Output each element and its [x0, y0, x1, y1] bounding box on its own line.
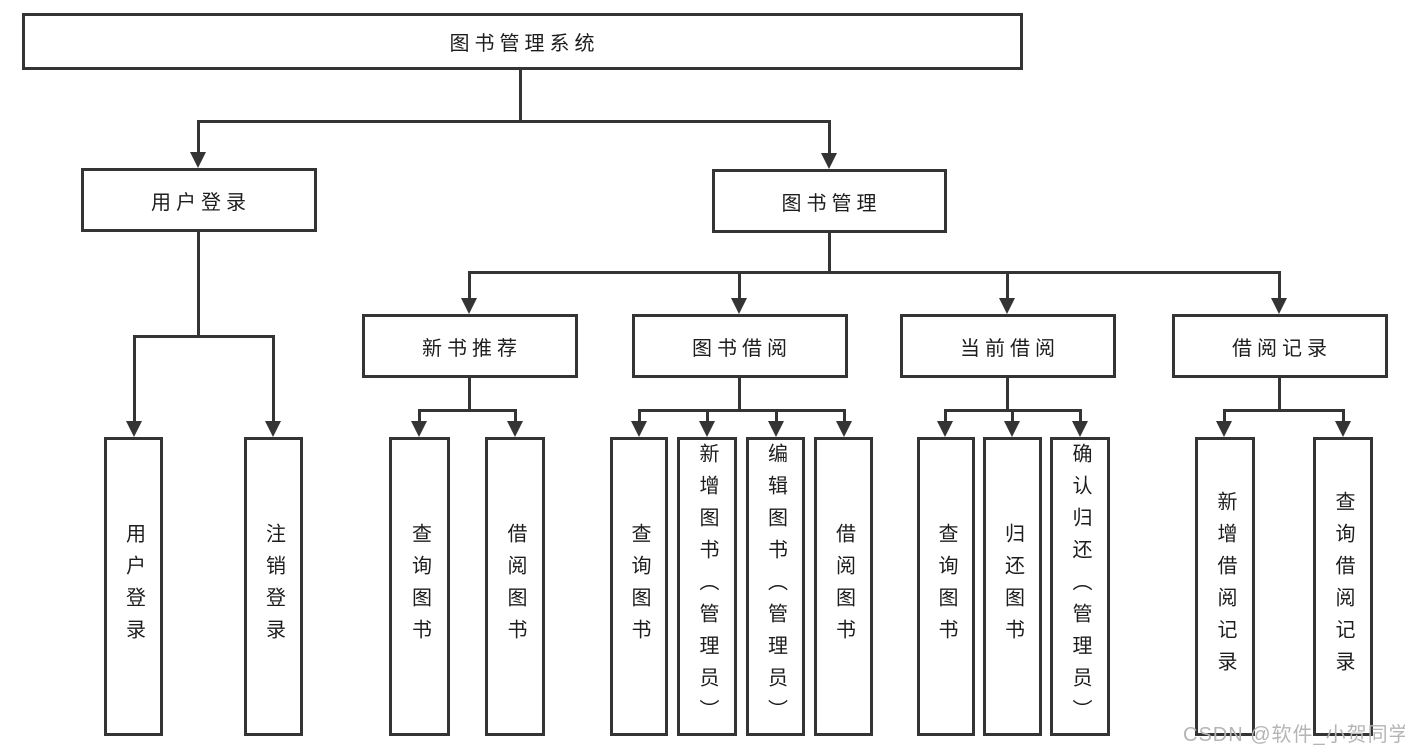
leaf-logout: 注销登录 — [244, 437, 303, 736]
leaf-query-books-current: 查询图书 — [917, 437, 975, 736]
arrow-down-icon — [631, 421, 647, 437]
leaf-query-borrow-record: 查询借阅记录 — [1313, 437, 1373, 736]
connector-line — [468, 271, 1281, 274]
node-library-system: 图书管理系统 — [22, 13, 1023, 70]
arrow-down-icon — [461, 298, 477, 314]
node-label: 查询图书 — [628, 522, 650, 651]
node-label: 确认归还（管理员） — [1069, 442, 1091, 731]
arrow-down-icon — [768, 421, 784, 437]
node-label: 新增图书（管理员） — [696, 442, 718, 731]
arrow-down-icon — [507, 421, 523, 437]
leaf-add-books-admin: 新增图书（管理员） — [677, 437, 737, 736]
node-label: 新书推荐 — [422, 337, 522, 360]
arrow-down-icon — [836, 421, 852, 437]
connector-line — [1223, 409, 1345, 412]
node-label: 归还图书 — [1001, 522, 1024, 651]
connector-line — [133, 335, 275, 338]
node-label: 借阅图书 — [504, 522, 526, 651]
arrow-down-icon — [1271, 298, 1287, 314]
connector-line — [843, 409, 846, 423]
arrow-down-icon — [699, 421, 715, 437]
connector-line — [775, 409, 778, 423]
connector-line — [738, 378, 741, 412]
node-label: 用户登录 — [122, 522, 145, 651]
connector-line — [1006, 378, 1009, 412]
node-label: 编辑图书（管理员） — [764, 442, 787, 731]
node-label: 借阅记录 — [1232, 337, 1332, 360]
connector-line — [638, 409, 846, 412]
leaf-borrow-books: 借阅图书 — [814, 437, 873, 736]
node-label: 查询图书 — [935, 522, 957, 651]
node-current-borrowing: 当前借阅 — [900, 314, 1116, 378]
node-borrowing-records: 借阅记录 — [1172, 314, 1388, 378]
connector-line — [1011, 409, 1014, 423]
node-label: 图书借阅 — [692, 337, 792, 360]
node-label: 用户登录 — [151, 191, 251, 214]
arrow-down-icon — [937, 421, 953, 437]
arrow-down-icon — [1335, 421, 1351, 437]
leaf-user-login: 用户登录 — [104, 437, 163, 736]
leaf-confirm-return-admin: 确认归还（管理员） — [1050, 437, 1110, 736]
node-label: 图书管理 — [781, 192, 882, 215]
connector-line — [468, 378, 471, 412]
node-book-management: 图书管理 — [712, 169, 947, 233]
arrow-down-icon — [1004, 421, 1020, 437]
node-label: 查询借阅记录 — [1332, 490, 1354, 683]
arrow-down-icon — [265, 421, 281, 437]
leaf-return-books: 归还图书 — [983, 437, 1042, 736]
arrow-down-icon — [1216, 421, 1232, 437]
leaf-add-borrow-record: 新增借阅记录 — [1195, 437, 1255, 736]
node-label: 注销登录 — [262, 522, 285, 651]
node-user-login: 用户登录 — [81, 168, 317, 232]
node-label: 查询图书 — [408, 522, 431, 651]
node-label: 新增借阅记录 — [1214, 490, 1236, 683]
connector-line — [418, 409, 517, 412]
connector-line — [828, 120, 831, 155]
connector-line — [418, 409, 421, 423]
arrow-down-icon — [190, 152, 206, 168]
connector-line — [514, 409, 517, 423]
arrow-down-icon — [411, 421, 427, 437]
node-book-borrowing: 图书借阅 — [632, 314, 848, 378]
arrow-down-icon — [999, 298, 1015, 314]
connector-line — [519, 70, 522, 122]
leaf-query-books-borrowing: 查询图书 — [610, 437, 668, 736]
arrow-down-icon — [1072, 421, 1088, 437]
node-label: 当前借阅 — [960, 337, 1060, 360]
watermark: CSDN @软件_小贺同学 — [1183, 724, 1405, 746]
connector-line — [1006, 271, 1009, 301]
connector-line — [706, 409, 709, 423]
connector-line — [272, 335, 275, 423]
connector-line — [1223, 409, 1226, 423]
connector-line — [197, 232, 200, 338]
connector-line — [828, 233, 831, 274]
connector-line — [1079, 409, 1082, 423]
connector-line — [738, 271, 741, 301]
arrow-down-icon — [731, 298, 747, 314]
connector-line — [1278, 271, 1281, 301]
arrow-down-icon — [821, 153, 837, 169]
connector-line — [1342, 409, 1345, 423]
connector-line — [1278, 378, 1281, 412]
node-label: 借阅图书 — [832, 522, 855, 651]
connector-line — [197, 120, 831, 123]
leaf-query-books-recommend: 查询图书 — [389, 437, 450, 736]
connector-line — [638, 409, 641, 423]
connector-line — [197, 120, 200, 154]
connector-line — [468, 271, 471, 301]
connector-line — [944, 409, 947, 423]
leaf-edit-books-admin: 编辑图书（管理员） — [746, 437, 805, 736]
node-label: 图书管理系统 — [449, 33, 600, 55]
leaf-borrow-books-recommend: 借阅图书 — [485, 437, 545, 736]
arrow-down-icon — [126, 421, 142, 437]
node-new-book-recommend: 新书推荐 — [362, 314, 578, 378]
connector-line — [133, 335, 136, 423]
